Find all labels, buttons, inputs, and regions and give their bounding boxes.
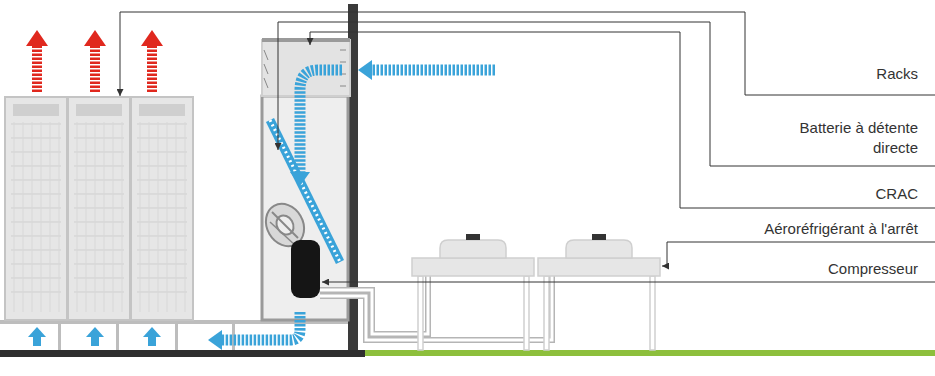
part-label: Batterie à détente directe bbox=[800, 119, 918, 156]
part-label-box: Racks bbox=[758, 64, 918, 84]
leader-lines bbox=[120, 12, 935, 282]
part-label: Compresseur bbox=[828, 260, 918, 277]
crac-airflow bbox=[208, 60, 495, 350]
part-label: CRAC bbox=[875, 185, 918, 202]
server-racks bbox=[5, 97, 193, 320]
part-label-box: CRAC bbox=[758, 184, 918, 204]
part-label-box: Compresseur bbox=[718, 259, 918, 279]
part-label: Aéroréfrigérant à l'arrêt bbox=[764, 220, 918, 237]
refrigerant-pipes bbox=[320, 276, 552, 340]
crac-top bbox=[262, 38, 350, 42]
floor-slab bbox=[0, 350, 365, 357]
cold-air-arrows bbox=[28, 327, 161, 346]
compressor bbox=[291, 240, 320, 298]
floor-pedestals bbox=[58, 324, 235, 350]
hot-air-arrows bbox=[26, 30, 163, 92]
dry-coolers bbox=[412, 234, 660, 350]
part-label: Racks bbox=[876, 65, 918, 82]
ground bbox=[365, 350, 935, 356]
part-label-box: Aéroréfrigérant à l'arrêt bbox=[678, 219, 918, 239]
part-label-box: Batterie à détente directe bbox=[768, 118, 918, 158]
